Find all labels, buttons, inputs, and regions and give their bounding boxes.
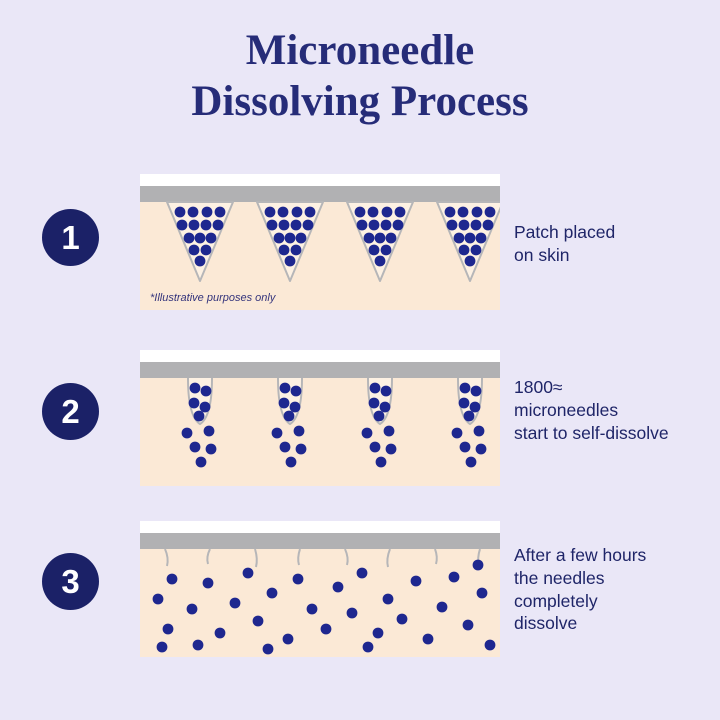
step3-number: 3 <box>61 562 80 600</box>
step1-illustration: *Illustrative purposes only <box>140 174 500 310</box>
step2-illustration <box>140 350 500 486</box>
adhesive-strip <box>140 174 500 186</box>
step3-illustration <box>140 521 500 657</box>
step1-diagram <box>140 174 500 310</box>
step2-number-badge: 2 <box>42 383 99 440</box>
patch-backing-bar <box>140 533 500 549</box>
adhesive-strip <box>140 350 500 362</box>
step1-caption: Patch placed on skin <box>514 222 616 265</box>
step2-number: 2 <box>61 392 80 430</box>
step2-caption: 1800≈ microneedles start to self-dissolv… <box>514 377 669 443</box>
step2-diagram <box>140 350 500 486</box>
patch-backing-bar <box>140 362 500 378</box>
step3-number-badge: 3 <box>42 553 99 610</box>
step1-number-badge: 1 <box>42 209 99 266</box>
patch-backing-bar <box>140 186 500 202</box>
step1-number: 1 <box>61 218 80 256</box>
page-title: Microneedle Dissolving Process <box>191 27 529 125</box>
skin-surface <box>140 549 500 657</box>
step3-diagram <box>140 521 500 657</box>
adhesive-strip <box>140 521 500 533</box>
step3-caption: After a few hours the needles completely… <box>514 545 647 634</box>
dispersed-particles-group <box>152 559 496 655</box>
disclaimer-note: *Illustrative purposes only <box>150 292 276 304</box>
